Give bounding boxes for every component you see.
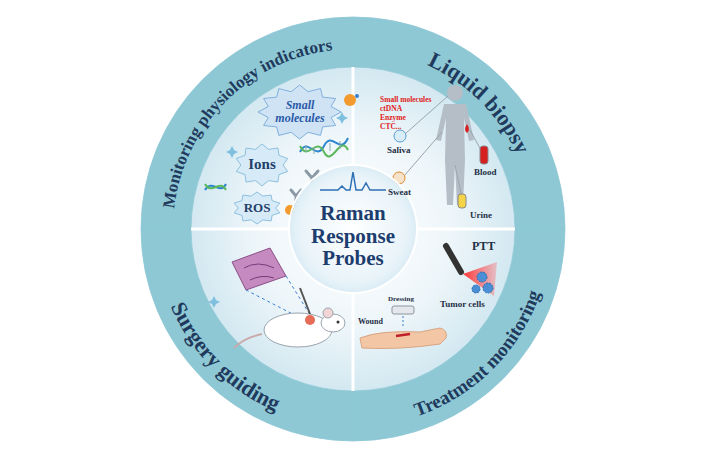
sparkle [226, 146, 238, 158]
blood-tube [480, 146, 488, 164]
blood-drop [465, 124, 469, 133]
star-label: Small molecules [271, 99, 329, 124]
tumor-cell [477, 272, 487, 282]
star-label: Ions [248, 157, 276, 173]
star-label: ROS [244, 201, 271, 215]
star-outline [258, 85, 341, 139]
mouse-body [264, 313, 332, 347]
tissue-pattern [244, 264, 274, 280]
text-label: Blood [474, 168, 497, 177]
tumor-cell [483, 283, 493, 293]
sparkle [208, 296, 220, 308]
star-node: Small molecules [257, 84, 342, 140]
laser-pen [446, 246, 461, 272]
dna-strand [300, 138, 348, 152]
tumor-cell [472, 285, 480, 293]
probe-ball [344, 94, 356, 106]
leader-line [455, 165, 462, 198]
text-label: Saliva [387, 146, 411, 155]
text-label: Dressing [388, 296, 414, 303]
body-silhouette [436, 104, 474, 205]
text-label: Enzyme [380, 114, 406, 122]
dna-strand [205, 184, 226, 190]
dna-rungs [306, 141, 340, 154]
saliva-sample [394, 130, 406, 142]
star-node: ROS [232, 191, 282, 225]
text-label: Sweat [388, 188, 411, 197]
arm [360, 328, 446, 349]
star-outline [234, 192, 280, 224]
dressing [392, 306, 414, 314]
text-label: ctDNA [380, 105, 402, 113]
text-label: CTC... [380, 123, 401, 131]
body-head [447, 85, 463, 101]
text-label: PTT [472, 240, 495, 252]
wound-mark [396, 334, 410, 336]
dna-strand [205, 184, 226, 190]
mouse-eye [337, 321, 340, 324]
mouse-tail [234, 334, 262, 348]
text-label: Tumor cells [440, 300, 485, 309]
sector-title: Treatment monitoring [411, 287, 544, 420]
spectrum-line [320, 172, 386, 190]
leader-line [403, 316, 404, 327]
tissue-image [232, 248, 286, 290]
leader-line [286, 276, 312, 318]
star-node: Ions [234, 143, 290, 187]
dna-strand [300, 146, 348, 157]
center-title: Raman Response Probes [297, 202, 409, 270]
mouse-ear [323, 308, 333, 318]
star-outline [236, 144, 287, 186]
text-label: Small molecules [380, 96, 431, 104]
text-label: Wound [358, 318, 383, 326]
text-label: Urine [470, 211, 492, 220]
sector-title: Monitoring physiology indicators [159, 35, 334, 209]
probe-bead [355, 94, 359, 98]
laser-beam [463, 262, 497, 296]
raman-probe [300, 288, 310, 314]
sparkle [336, 112, 348, 124]
urine-tube [458, 194, 466, 208]
center-circle: Raman Response Probes [290, 166, 416, 292]
tumor-spot [305, 315, 315, 325]
sector-title: Surgery guiding [166, 298, 284, 416]
